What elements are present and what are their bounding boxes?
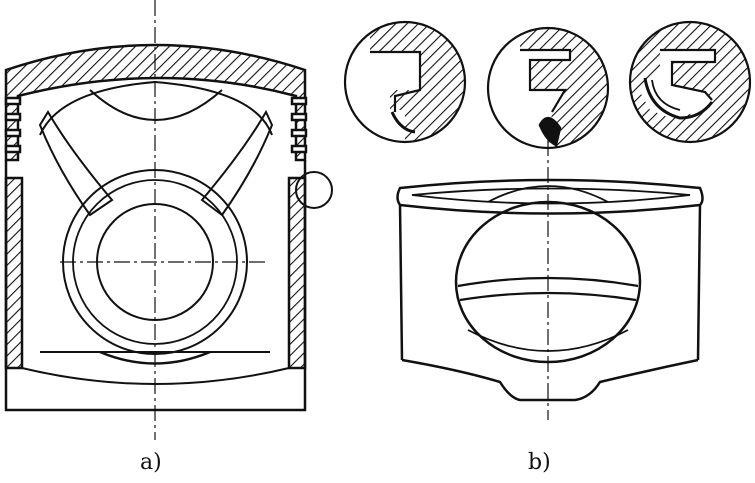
- ring-grooves-right: [290, 96, 308, 154]
- piston-crown-hatched: [4, 43, 307, 162]
- detail-view-3: [628, 20, 752, 144]
- inner-web: [89, 89, 223, 121]
- top-dome-arc: [487, 185, 609, 203]
- caption-a: a): [140, 450, 162, 475]
- piston-body-left: [398, 204, 404, 361]
- piston-top-rim: [396, 178, 704, 215]
- pin-boss-strut-right: [200, 109, 274, 217]
- panel-a-section: [4, 0, 333, 440]
- detail-views: [343, 20, 752, 150]
- pin-boss-strut-left: [38, 110, 114, 217]
- piston-body-right: [696, 204, 702, 361]
- skirt-wall-right: [287, 176, 307, 370]
- pin-boss-band-bottom: [459, 291, 637, 302]
- detail-view-2: [486, 26, 610, 150]
- centerlines-a: [60, 0, 265, 440]
- detail-view-1: [343, 20, 467, 144]
- ring-grooves-left: [4, 96, 22, 154]
- crown-underside: [39, 80, 273, 136]
- panel-b-perspective: [396, 140, 704, 420]
- piston-top-inner: [411, 187, 691, 205]
- caption-b: b): [528, 450, 551, 475]
- skirt-wall-left: [4, 176, 24, 370]
- detail-callout-circle: [295, 171, 333, 209]
- piston-body-bottom: [401, 358, 699, 402]
